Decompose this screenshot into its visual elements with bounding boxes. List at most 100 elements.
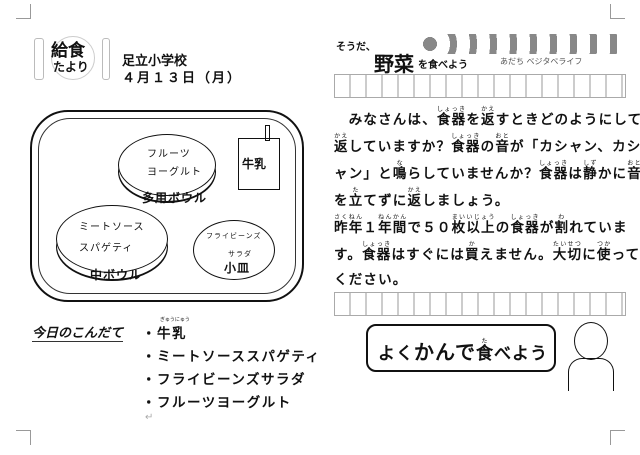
text-run: てずに — [363, 193, 408, 209]
paragraph-mark: ↵ — [145, 412, 154, 423]
ruby-word: 食器しょっき — [362, 241, 392, 263]
dish-food: フルーツ — [147, 149, 191, 160]
article-line: 昨年さくねん１年間ねんかんで５０枚以上まいいじょうの食器しょっきが割われていま — [334, 214, 628, 236]
text-run: が — [539, 220, 555, 236]
text-run: ください。 — [334, 272, 408, 288]
ruby-word: 鳴な — [392, 160, 408, 182]
ruby-word: 食器しょっき — [436, 106, 467, 128]
ruby-text: おと — [627, 160, 640, 167]
text-run: １ — [363, 220, 379, 236]
ruby-word: 食器しょっき — [539, 160, 569, 182]
ruby-text: さくねん — [334, 214, 364, 221]
text-run: れていま — [569, 220, 628, 236]
banner-lead: そうだ、 — [336, 42, 376, 53]
vegetable-character-border — [334, 74, 626, 98]
ruby-text: おと — [495, 133, 510, 140]
ruby-word: 大切たいせつ — [552, 241, 583, 263]
ruby-text: しょっき — [451, 133, 481, 140]
text-run: の — [495, 220, 511, 236]
dish-food: ミートソース — [79, 222, 145, 233]
knife-icon — [102, 38, 110, 80]
dish-name: 中ボウル — [90, 268, 143, 282]
dish-name: 多用ボウル — [142, 191, 208, 205]
ruby-text: しょっき — [362, 241, 392, 248]
dish-food: フライビーンズ — [206, 232, 262, 240]
vegetable-illustrations — [420, 34, 620, 54]
ruby-word: 割わ — [554, 214, 570, 236]
ruby-text: かえ — [334, 133, 349, 140]
ruby-word: 音おと — [627, 160, 640, 182]
callout-food: 食 — [476, 344, 494, 364]
text-run: していますか？ — [348, 139, 452, 155]
ruby-word: 買か — [464, 241, 480, 263]
text-run: しましょう。 — [422, 193, 510, 209]
milk-carton: 牛乳 — [238, 125, 280, 190]
menu-title: 今日のこんだて — [32, 322, 124, 342]
menu-item: ・フルーツヨーグルト — [142, 395, 292, 411]
teacher-body — [568, 358, 614, 391]
ruby-text: しょっき — [436, 106, 467, 113]
callout-emphasis: かんで — [414, 340, 476, 364]
plate-small: フライビーンズ サラダ 小皿 — [193, 220, 275, 280]
article-line: ください。 — [334, 268, 408, 288]
ruby-text: た — [476, 338, 494, 345]
text-run: みなさんは、 — [334, 112, 437, 128]
dish-food: ヨーグルト — [147, 167, 202, 178]
bowl-mid: ミートソース スパゲティ — [56, 205, 168, 273]
ruby-text: つか — [596, 241, 612, 248]
ruby-text: まいいじょう — [451, 214, 496, 221]
crop-mark — [610, 4, 625, 19]
ruby-word: 立た — [348, 187, 364, 209]
ruby-text: た — [348, 187, 364, 194]
ruby-word: 返かえ — [407, 187, 423, 209]
bowl-multi: フルーツ ヨーグルト — [118, 134, 216, 196]
ruby-text: かえ — [407, 187, 423, 194]
ruby-word: 使つか — [596, 241, 612, 263]
ruby-text: な — [392, 160, 408, 167]
crop-mark — [610, 430, 625, 445]
text-run: を — [466, 112, 482, 128]
ruby-word: 食器しょっき — [451, 133, 481, 155]
callout-pre: よく — [378, 344, 414, 364]
ruby-text: ぎゅうにゅう — [160, 317, 190, 323]
callout-text: よくかんで食たべよう — [378, 336, 548, 365]
ruby-text: しず — [583, 160, 598, 167]
menu-item: ・牛乳 — [142, 326, 187, 342]
text-run: えません。 — [479, 247, 553, 263]
ruby-word: 年間ねんかん — [378, 214, 408, 236]
text-run: かに — [597, 166, 628, 182]
text-run: に — [582, 247, 597, 263]
text-run: が「カシャン、カシ — [510, 139, 640, 155]
banner-subtitle: あだち ベジタベライフ — [500, 57, 583, 66]
text-run: は — [568, 166, 584, 182]
text-run: で５０ — [407, 220, 452, 236]
ruby-word: 返かえ — [334, 133, 349, 155]
ruby-word: 静しず — [583, 160, 598, 182]
tableware-border — [334, 292, 626, 316]
article-line: を立たてずに返かえしましょう。 — [334, 187, 510, 209]
fork-icon — [34, 38, 44, 80]
milk-label: 牛乳 — [242, 157, 267, 171]
ruby-word: 昨年さくねん — [334, 214, 364, 236]
logo-subtitle: たより — [53, 60, 89, 74]
teacher-illustration — [568, 322, 614, 392]
ruby-word: 食器しょっき — [510, 214, 540, 236]
article-line: 返かえしていますか？食器しょっきの音おとが「カシャン、カシ — [334, 133, 640, 155]
ruby-text: わ — [554, 214, 570, 221]
menu-item: ・ミートソーススパゲティ — [142, 349, 321, 365]
issue-date: ４月１３日（月） — [122, 71, 243, 86]
text-run: すときどのようにして — [495, 112, 640, 128]
tray-inner-rim — [38, 118, 296, 294]
dish-food: スパゲティ — [79, 243, 134, 254]
text-run: す。 — [334, 247, 363, 263]
banner-title: 野菜 — [374, 52, 414, 76]
banner-title-tail: を食べよう — [418, 60, 468, 71]
article-line: ャン」と鳴ならしていませんか？食器しょっきは静しずかに音おと — [334, 160, 640, 182]
ruby-text: たいせつ — [552, 241, 583, 248]
callout-post: べよう — [494, 344, 548, 364]
dish-food: サラダ — [228, 250, 252, 258]
crop-mark — [16, 4, 31, 19]
lunch-tray — [30, 110, 304, 302]
ruby-word: 音おと — [495, 133, 511, 155]
